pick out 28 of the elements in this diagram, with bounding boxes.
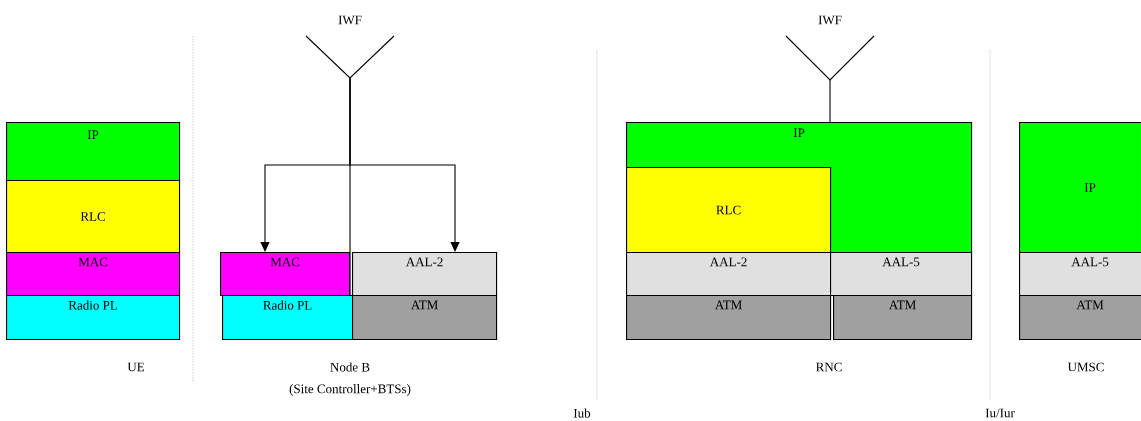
protocol-layer: ATM xyxy=(1019,295,1141,341)
protocol-layer: MAC xyxy=(220,252,351,297)
caption-text: RNC xyxy=(816,362,842,372)
protocol-layer: AAL-5 xyxy=(830,252,973,297)
antenna-label: IWF xyxy=(818,15,842,25)
protocol-layer: ATM xyxy=(352,295,498,341)
protocol-layer: AAL-5 xyxy=(1019,252,1141,297)
antenna-drawing xyxy=(785,35,875,81)
antenna-label: IWF xyxy=(338,15,362,25)
protocol-layer: AAL-2 xyxy=(626,252,832,297)
caption-text: UE xyxy=(127,362,144,372)
protocol-layer: Radio PL xyxy=(6,295,181,341)
protocol-layer: ATM xyxy=(833,295,973,341)
protocol-layer: RLC xyxy=(626,167,832,254)
protocol-layer: AAL-2 xyxy=(352,252,498,297)
caption-text: UMSC xyxy=(1067,362,1104,372)
caption-text: Iu/Iur xyxy=(985,408,1015,418)
arrow xyxy=(349,77,460,252)
caption-text: (Site Controller+BTSs) xyxy=(289,384,411,396)
caption-text: Node B xyxy=(330,362,370,372)
protocol-layer: RLC xyxy=(6,180,181,254)
protocol-layer: ATM xyxy=(626,295,832,341)
protocol-layer: MAC xyxy=(6,252,181,297)
protocol-layer: IP xyxy=(6,122,181,182)
antenna-drawing xyxy=(305,35,395,79)
protocol-layer: IP xyxy=(1019,122,1141,254)
caption-text: Iub xyxy=(573,408,591,418)
protocol-layer: Radio PL xyxy=(222,295,354,341)
